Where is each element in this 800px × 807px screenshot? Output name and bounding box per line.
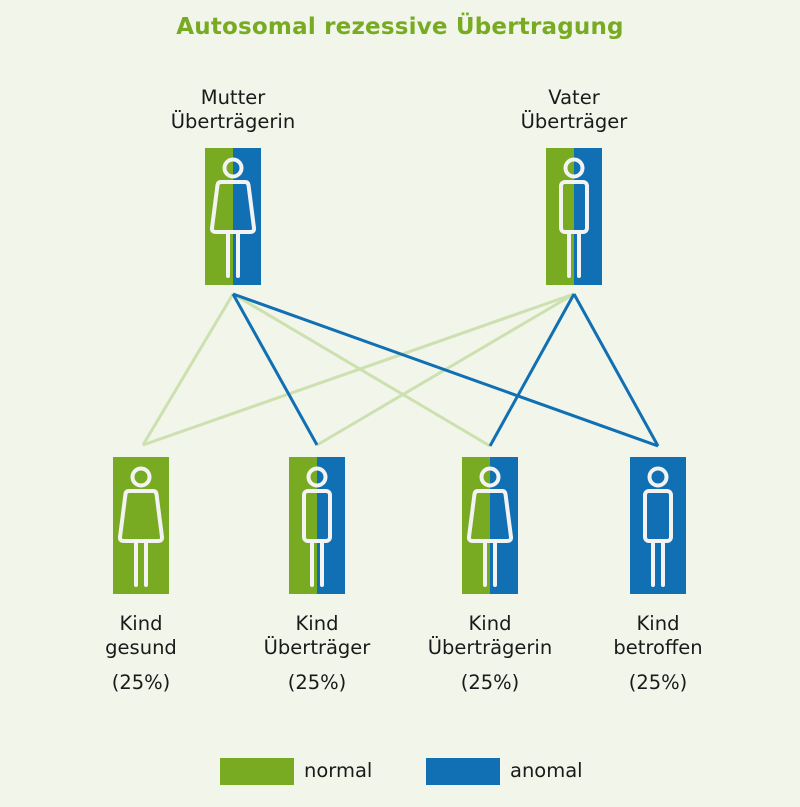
father-label-line1: Vater xyxy=(548,86,600,109)
child-figure-affected xyxy=(630,457,686,594)
child-label-line2: betroffen xyxy=(613,636,703,659)
torso-body-icon xyxy=(302,489,332,543)
child-label-line1: Kind xyxy=(119,612,163,635)
father-figure xyxy=(546,148,602,285)
child-probability: (25%) xyxy=(460,671,520,694)
head-icon xyxy=(563,157,585,179)
child-probability: (25%) xyxy=(287,671,347,694)
child-probability: (25%) xyxy=(111,671,171,694)
child-label: Kind Überträgerin xyxy=(390,612,590,660)
father-label-line2: Überträger xyxy=(520,110,628,133)
head-icon xyxy=(479,466,501,488)
diagram-title: Autosomal rezessive Übertragung xyxy=(176,14,624,40)
child-label-line1: Kind xyxy=(468,612,512,635)
head-icon xyxy=(130,466,152,488)
mother-label: Mutter Überträgerin xyxy=(133,86,333,134)
child-label-line2: Überträgerin xyxy=(427,636,553,659)
child-label-line2: gesund xyxy=(105,636,177,659)
child-label-line2: Überträger xyxy=(263,636,371,659)
head-icon xyxy=(222,157,244,179)
child-figure-healthy xyxy=(113,457,169,594)
child-label: Kind Überträger xyxy=(217,612,417,660)
mother-figure xyxy=(205,148,261,285)
line-mother-to-child-0-normal xyxy=(141,293,235,446)
mother-label-line1: Mutter xyxy=(200,86,266,109)
child-label: Kind betroffen xyxy=(558,612,758,660)
legend-swatch-anomal xyxy=(426,758,500,785)
line-mother-to-child-3-anomal xyxy=(232,292,659,448)
line-father-to-child-3-anomal xyxy=(572,293,660,447)
child-label-line1: Kind xyxy=(295,612,339,635)
child-figure-carrier-male xyxy=(289,457,345,594)
dress-body-icon xyxy=(117,489,165,543)
child-label-line1: Kind xyxy=(636,612,680,635)
line-father-to-child-2-anomal xyxy=(488,293,576,447)
mother-label-line2: Überträgerin xyxy=(170,110,296,133)
head-icon xyxy=(647,466,669,488)
torso-body-icon xyxy=(643,489,673,543)
child-probability: (25%) xyxy=(628,671,688,694)
torso-body-icon xyxy=(559,180,589,234)
child-figure-carrier-female xyxy=(462,457,518,594)
legend-swatch-normal xyxy=(220,758,294,785)
legend-label-normal: normal xyxy=(304,759,373,782)
legend-label-anomal: anomal xyxy=(510,759,583,782)
head-icon xyxy=(306,466,328,488)
dress-body-icon xyxy=(209,180,257,234)
father-label: Vater Überträger xyxy=(474,86,674,134)
line-father-to-child-0-normal xyxy=(142,292,575,447)
child-label: Kind gesund xyxy=(41,612,241,660)
dress-body-icon xyxy=(466,489,514,543)
line-mother-to-child-1-anomal xyxy=(231,293,319,446)
